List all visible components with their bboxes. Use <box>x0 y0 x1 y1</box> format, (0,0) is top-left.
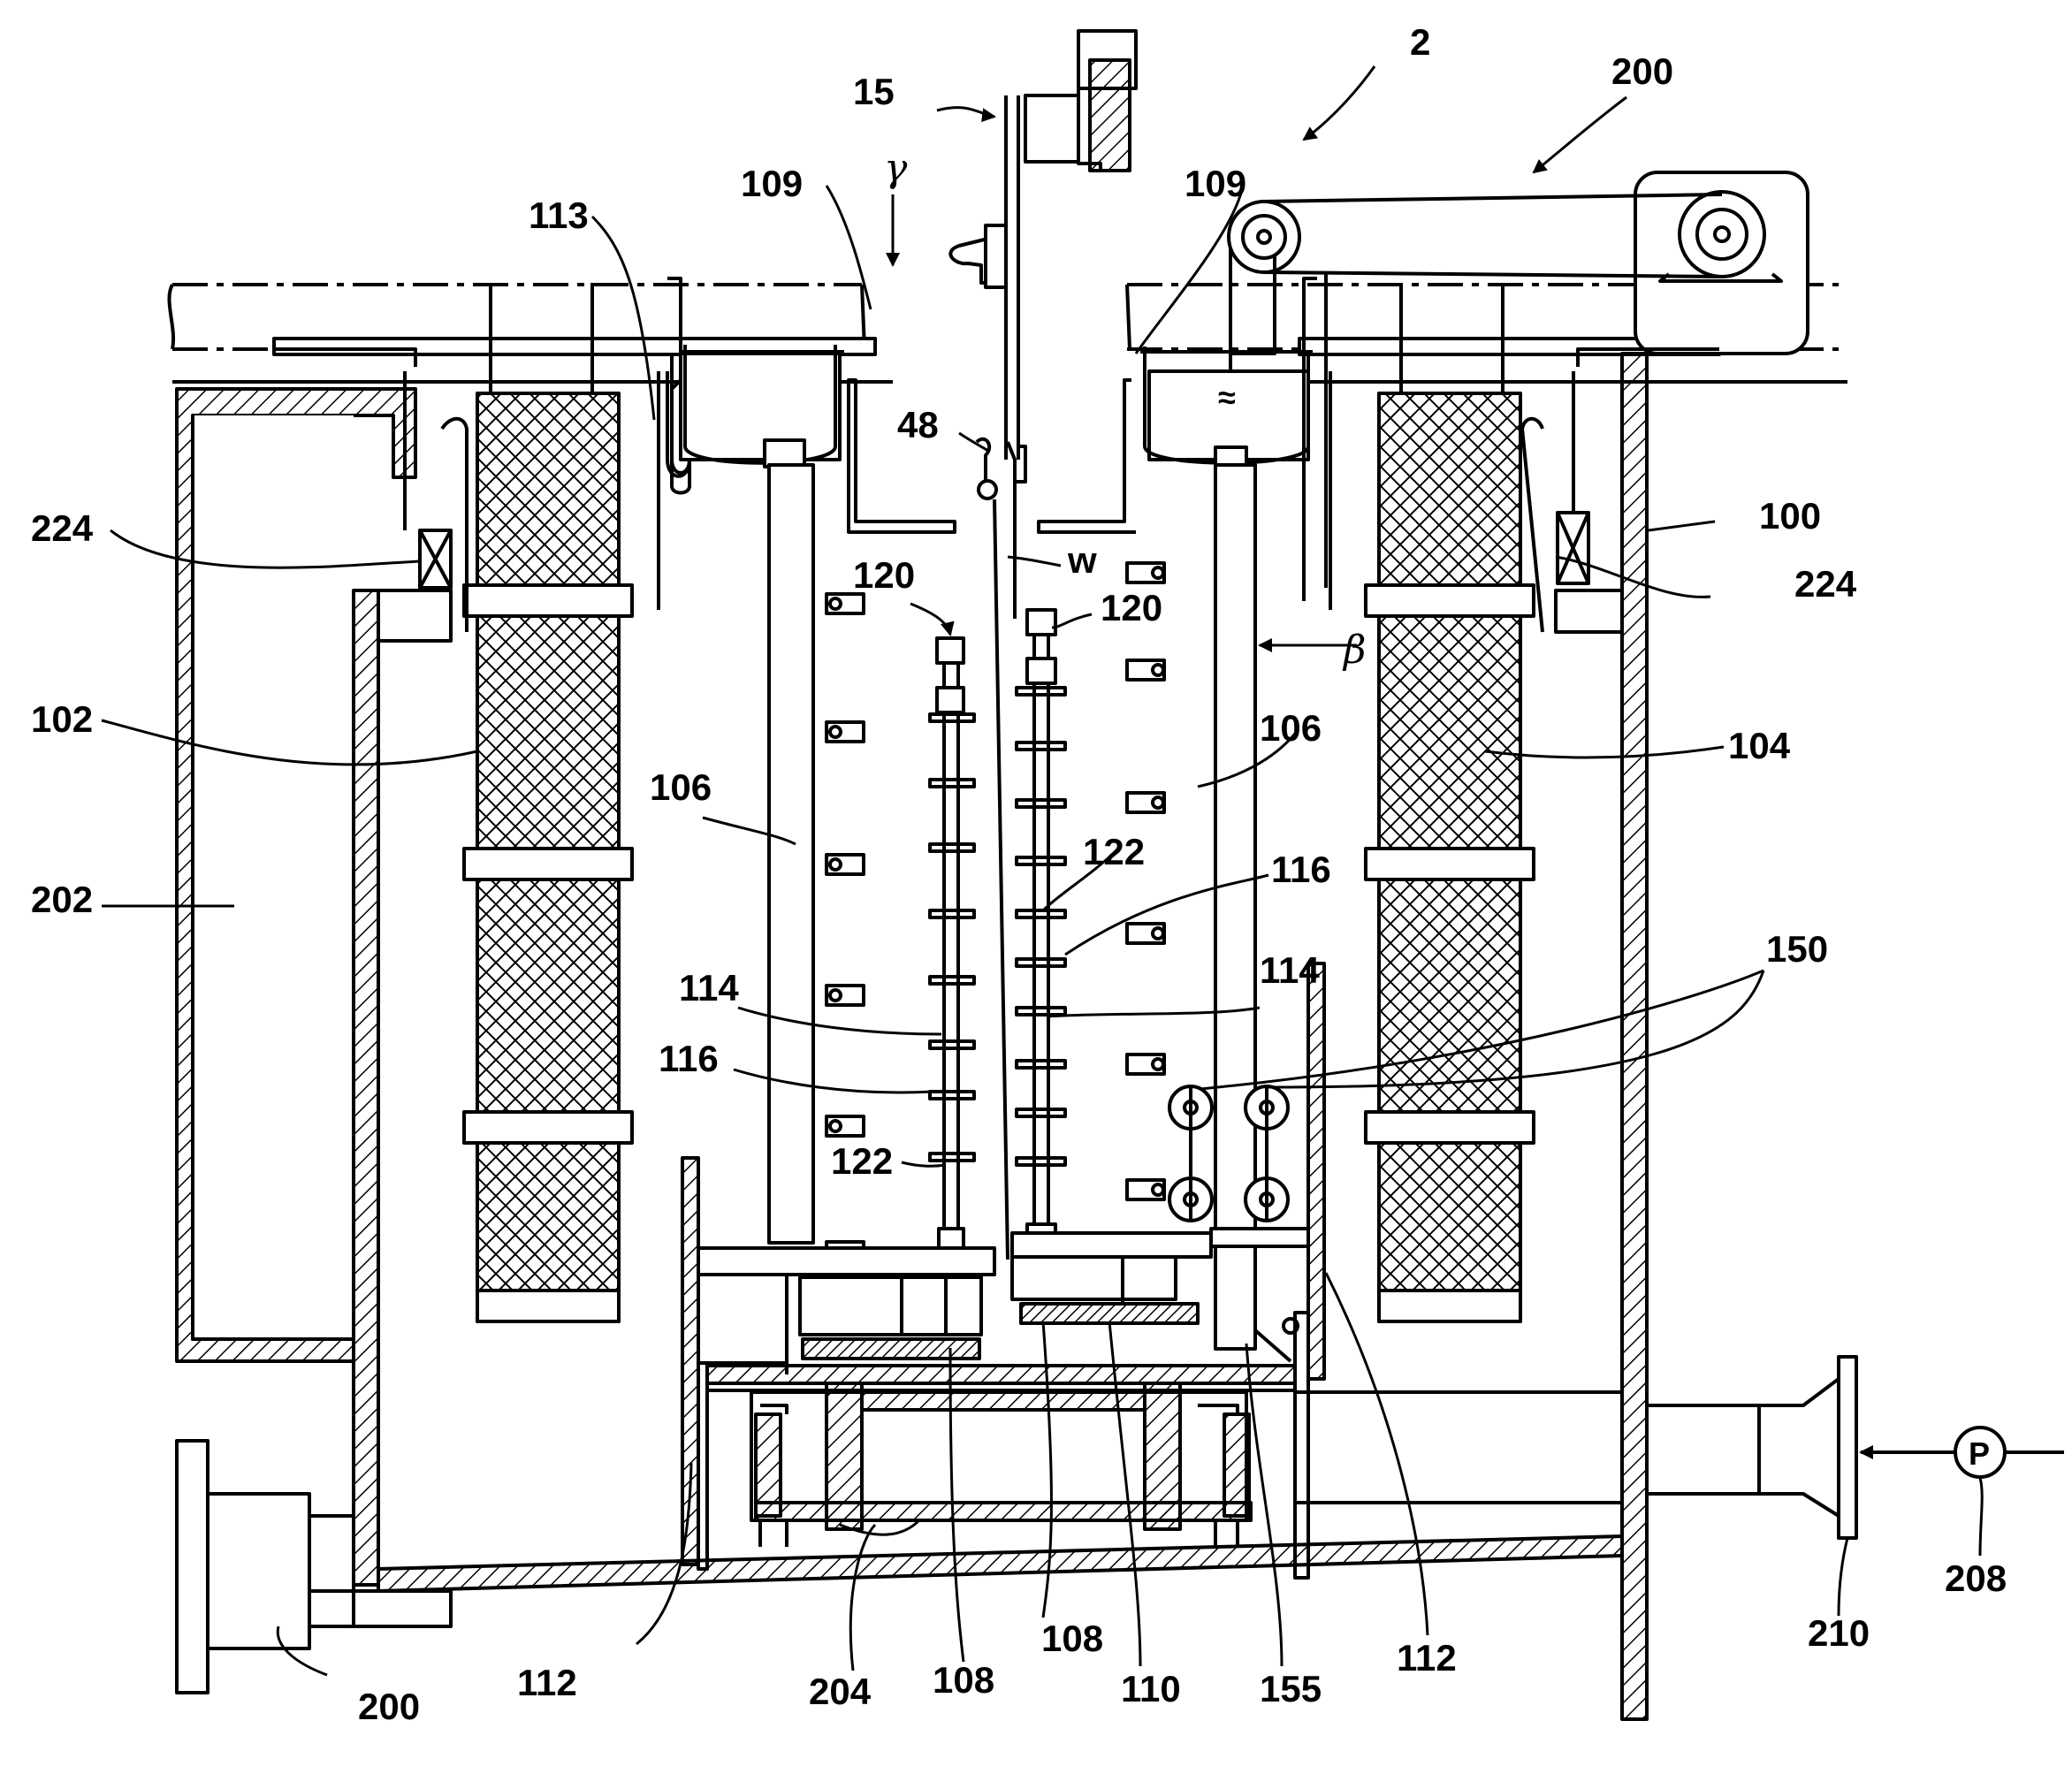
label-204: 204 <box>809 1671 872 1712</box>
label-2: 2 <box>1410 21 1430 63</box>
electrode-left-102 <box>464 393 632 1321</box>
paddle-114-left <box>930 638 974 1255</box>
support-post-106-right <box>1215 465 1255 1349</box>
label-224-left: 224 <box>31 507 94 549</box>
label-116-right: 116 <box>1271 849 1331 890</box>
label-112-right: 112 <box>1397 1637 1457 1679</box>
label-120-left: 120 <box>853 554 915 596</box>
label-155: 155 <box>1260 1668 1322 1709</box>
label-109-left: 109 <box>741 163 803 204</box>
label-122-upper: 122 <box>1083 831 1145 872</box>
label-202: 202 <box>31 879 93 920</box>
label-w: w <box>1067 539 1097 581</box>
electrode-right-104 <box>1366 393 1534 1321</box>
label-114-right: 114 <box>1260 949 1320 991</box>
label-15: 15 <box>853 71 895 112</box>
support-post-106-left <box>769 465 813 1243</box>
label-110: 110 <box>1121 1668 1181 1709</box>
label-100: 100 <box>1759 495 1821 537</box>
label-P: P <box>1969 1435 1990 1472</box>
label-150: 150 <box>1766 928 1828 970</box>
label-224-right: 224 <box>1794 563 1857 605</box>
label-48: 48 <box>897 404 939 445</box>
top-frame <box>169 285 1847 382</box>
label-112-left: 112 <box>517 1662 577 1703</box>
label-108-right: 108 <box>1041 1618 1103 1659</box>
side-plate-112-right <box>1284 963 1324 1578</box>
pump-208 <box>1861 1428 2064 1477</box>
label-109-right: 109 <box>1185 163 1246 204</box>
label-approx: ≈ <box>1218 379 1236 415</box>
label-114-left: 114 <box>679 967 739 1009</box>
label-200-bottom: 200 <box>358 1686 420 1727</box>
label-106-right: 106 <box>1260 707 1322 749</box>
inner-wall-left <box>354 590 451 1585</box>
drive-tank-204 <box>707 1366 1295 1547</box>
label-102: 102 <box>31 698 93 740</box>
paddle-114-right <box>1017 610 1065 1252</box>
label-108-left: 108 <box>933 1659 994 1701</box>
label-gamma: γ <box>884 146 908 191</box>
label-113: 113 <box>529 194 589 236</box>
label-106-left: 106 <box>650 766 712 808</box>
label-116-left: 116 <box>659 1038 719 1079</box>
label-200-top: 200 <box>1611 50 1673 92</box>
label-210: 210 <box>1808 1612 1870 1654</box>
wafer-w <box>994 499 1008 1260</box>
pump-inlet-210 <box>1647 1357 1856 1538</box>
label-208: 208 <box>1945 1557 2007 1599</box>
label-beta: β <box>1342 628 1366 673</box>
label-120-right: 120 <box>1101 587 1162 628</box>
label-104: 104 <box>1728 725 1791 766</box>
label-122-lower: 122 <box>831 1140 893 1182</box>
nozzles-right <box>1127 563 1164 1199</box>
